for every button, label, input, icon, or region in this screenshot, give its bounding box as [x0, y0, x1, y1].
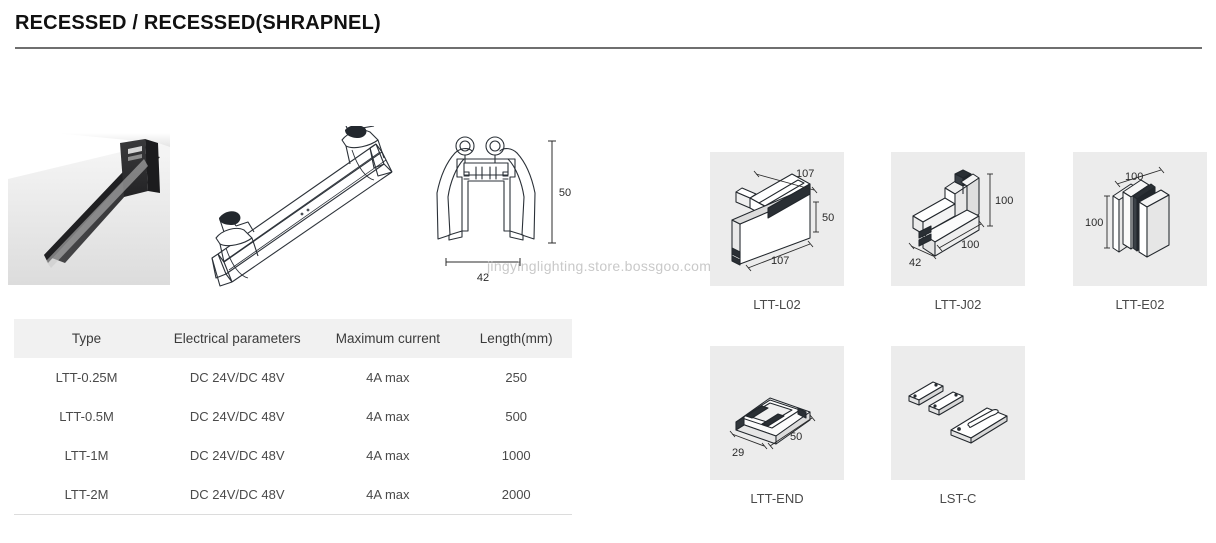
lst-c-graphic	[908, 381, 1008, 444]
ltt-e02-dim-top: 100	[1125, 171, 1143, 183]
accessory-card-ltt-j02[interactable]: 100 100 42 LTT-J02	[891, 152, 1025, 312]
accessory-thumb-ltt-e02: 100 100	[1073, 152, 1207, 286]
accessory-card-ltt-end[interactable]: 50 29 LTT-END	[710, 346, 844, 506]
cell-electrical: DC 24V/DC 48V	[159, 475, 316, 515]
column-header-type: Type	[14, 319, 160, 358]
accessory-card-ltt-l02[interactable]: 107 50 107 LTT-L02	[710, 152, 844, 312]
table-row: LTT-1M DC 24V/DC 48V 4A max 1000	[14, 436, 572, 475]
accessory-thumb-ltt-l02: 107 50 107	[710, 152, 844, 286]
cell-type: LTT-1M	[64, 448, 109, 463]
accessory-thumb-ltt-end: 50 29	[710, 346, 844, 480]
cell-length: 500	[505, 409, 528, 424]
cross-section-height-dim: 50	[559, 187, 571, 199]
cross-section-drawing: 50 42	[424, 131, 596, 286]
table-row: LTT-0.5M DC 24V/DC 48V 4A max 500	[14, 397, 572, 436]
accessory-thumb-ltt-j02: 100 100 42	[891, 152, 1025, 286]
cell-current: 4A max	[315, 475, 461, 515]
column-header-length: Length(mm)	[460, 319, 572, 358]
accessory-card-lst-c[interactable]: LST-C	[891, 346, 1025, 506]
iso-track-drawing	[196, 125, 424, 290]
accessory-card-ltt-e02[interactable]: 100 100 LTT-E02	[1073, 152, 1207, 312]
specification-table: Type Electrical parameters Maximum curre…	[14, 319, 572, 515]
cell-current: 4A max	[366, 370, 410, 385]
accessory-label-ltt-e02: LTT-E02	[1115, 297, 1165, 312]
column-header-electrical: Electrical parameters	[159, 319, 316, 358]
page-title: RECESSED / RECESSED(SHRAPNEL)	[15, 12, 381, 34]
cell-electrical: DC 24V/DC 48V	[189, 409, 285, 424]
cell-electrical: DC 24V/DC 48V	[189, 370, 285, 385]
cell-electrical: DC 24V/DC 48V	[189, 448, 285, 463]
accessory-label-ltt-l02: LTT-L02	[753, 297, 801, 312]
ltt-end-dim-left: 29	[732, 447, 744, 459]
cell-type: LTT-0.5M	[59, 409, 114, 424]
ltt-e02-graphic: 100 100	[1085, 166, 1170, 258]
cell-length: 2000	[460, 475, 572, 515]
cell-current: 4A max	[366, 448, 410, 463]
ltt-l02-dim-right: 50	[822, 212, 834, 224]
accessory-label-lst-c: LST-C	[939, 491, 977, 506]
iso-track-drawing-graphic	[211, 125, 393, 287]
ltt-e02-dim-left: 100	[1085, 217, 1103, 229]
table-header-row: Type Electrical parameters Maximum curre…	[14, 319, 572, 358]
ltt-j02-dim-left: 42	[909, 257, 921, 269]
column-header-current: Maximum current	[315, 319, 461, 358]
table-row: LTT-0.25M DC 24V/DC 48V 4A max 250	[14, 358, 572, 397]
ltt-l02-dim-bottom: 107	[771, 255, 789, 267]
ltt-l02-graphic: 107 50 107	[731, 168, 834, 272]
cell-length: 250	[505, 370, 528, 385]
cell-type: LTT-0.25M	[55, 370, 118, 385]
cell-current: 4A max	[366, 409, 410, 424]
accessory-label-ltt-end: LTT-END	[750, 491, 804, 506]
cross-section-graphic: 50 42	[436, 136, 571, 284]
title-divider	[15, 47, 1202, 49]
ltt-j02-dim-bottom: 100	[961, 239, 979, 251]
ltt-j02-graphic: 100 100 42	[908, 169, 1013, 269]
cross-section-width-dim: 42	[477, 272, 489, 284]
recessed-track-photo	[8, 133, 170, 285]
ltt-l02-dim-top: 107	[796, 168, 814, 180]
accessory-label-ltt-j02: LTT-J02	[934, 297, 982, 312]
ltt-end-dim-right: 50	[790, 431, 802, 443]
ltt-j02-dim-right: 100	[995, 195, 1013, 207]
cell-length: 1000	[501, 448, 531, 463]
recessed-track-photo-graphic	[8, 133, 170, 285]
cell-type: LTT-2M	[14, 475, 160, 515]
table-row: LTT-2M DC 24V/DC 48V 4A max 2000	[14, 475, 572, 515]
ltt-end-graphic: 50 29	[729, 397, 816, 459]
accessory-thumb-lst-c	[891, 346, 1025, 480]
